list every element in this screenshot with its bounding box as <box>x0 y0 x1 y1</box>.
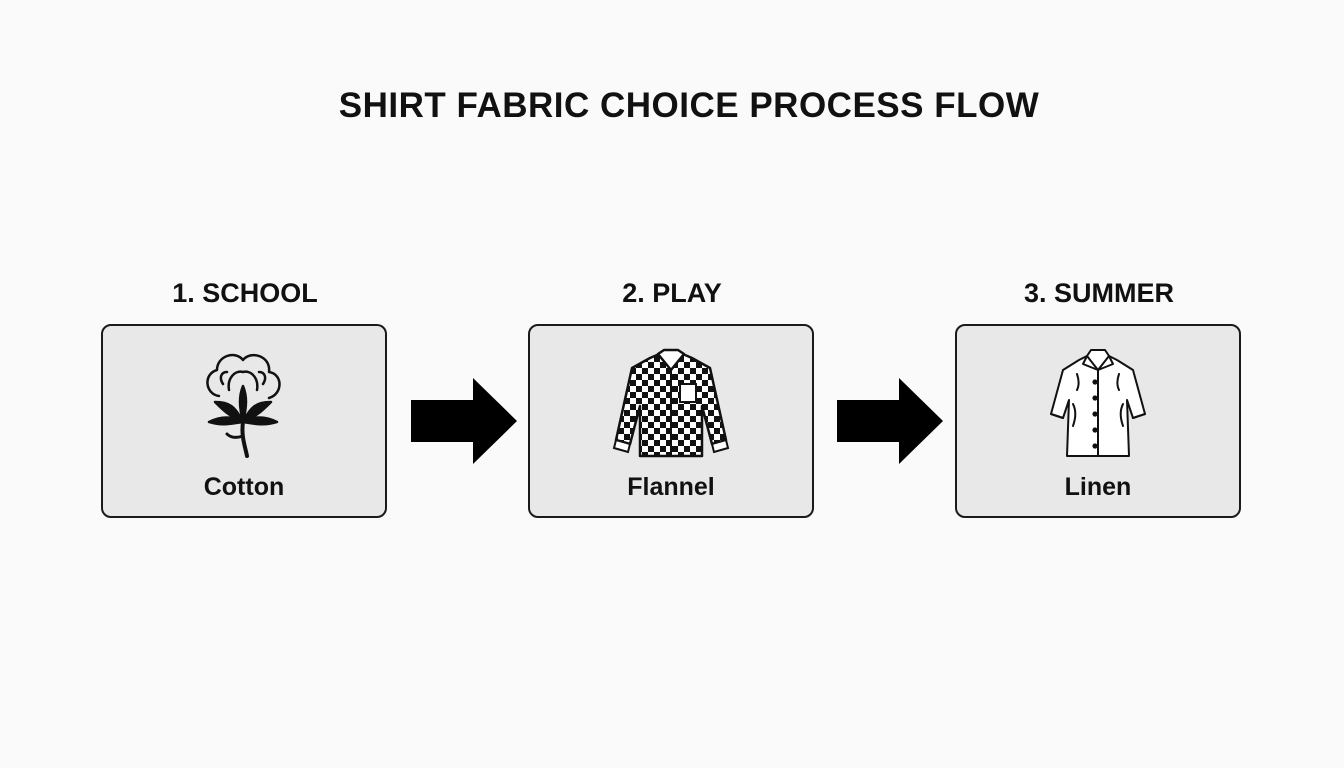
step-3-fabric: Linen <box>1064 473 1132 501</box>
diagram-title: SHIRT FABRIC CHOICE PROCESS FLOW <box>338 86 1040 125</box>
step-3-label: 3. SUMMER <box>1023 278 1175 308</box>
step-2-fabric: Flannel <box>627 473 715 501</box>
step-2-label: 2. PLAY <box>622 278 722 308</box>
step-1-fabric: Cotton <box>203 473 285 501</box>
linen-shirt-icon <box>1033 344 1163 464</box>
arrow-right-icon <box>837 378 943 464</box>
step-2-card: Flannel <box>528 324 814 518</box>
cotton-plant-icon <box>179 344 309 464</box>
step-1-card: Cotton <box>101 324 387 518</box>
step-1-label: 1. SCHOOL <box>172 278 318 308</box>
step-3-card: Linen <box>955 324 1241 518</box>
flannel-shirt-icon <box>606 344 736 464</box>
arrow-right-icon <box>411 378 517 464</box>
